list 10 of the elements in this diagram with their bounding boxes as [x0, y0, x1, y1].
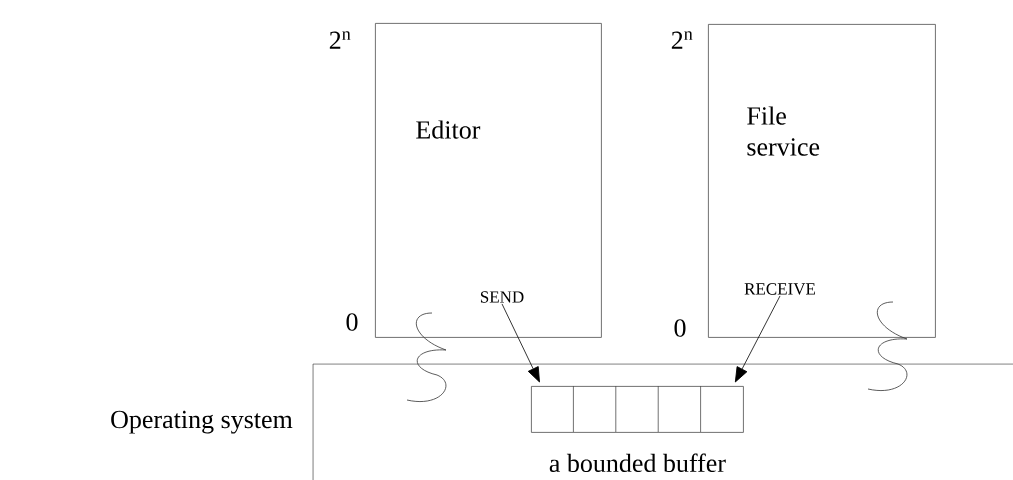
call-label: SEND [480, 291, 524, 303]
address-label: 2$^{n}$ [329, 31, 351, 49]
call-label: RECEIVE [744, 283, 816, 295]
arrow [734, 295, 781, 383]
buffer-caption: a bounded buffer [549, 453, 726, 473]
address-label: 2$^{n}$ [671, 31, 693, 49]
address-label: 0 [674, 319, 686, 337]
address-label: 0 [346, 313, 358, 331]
arrow [501, 303, 540, 383]
buffer-cells [531, 385, 744, 433]
